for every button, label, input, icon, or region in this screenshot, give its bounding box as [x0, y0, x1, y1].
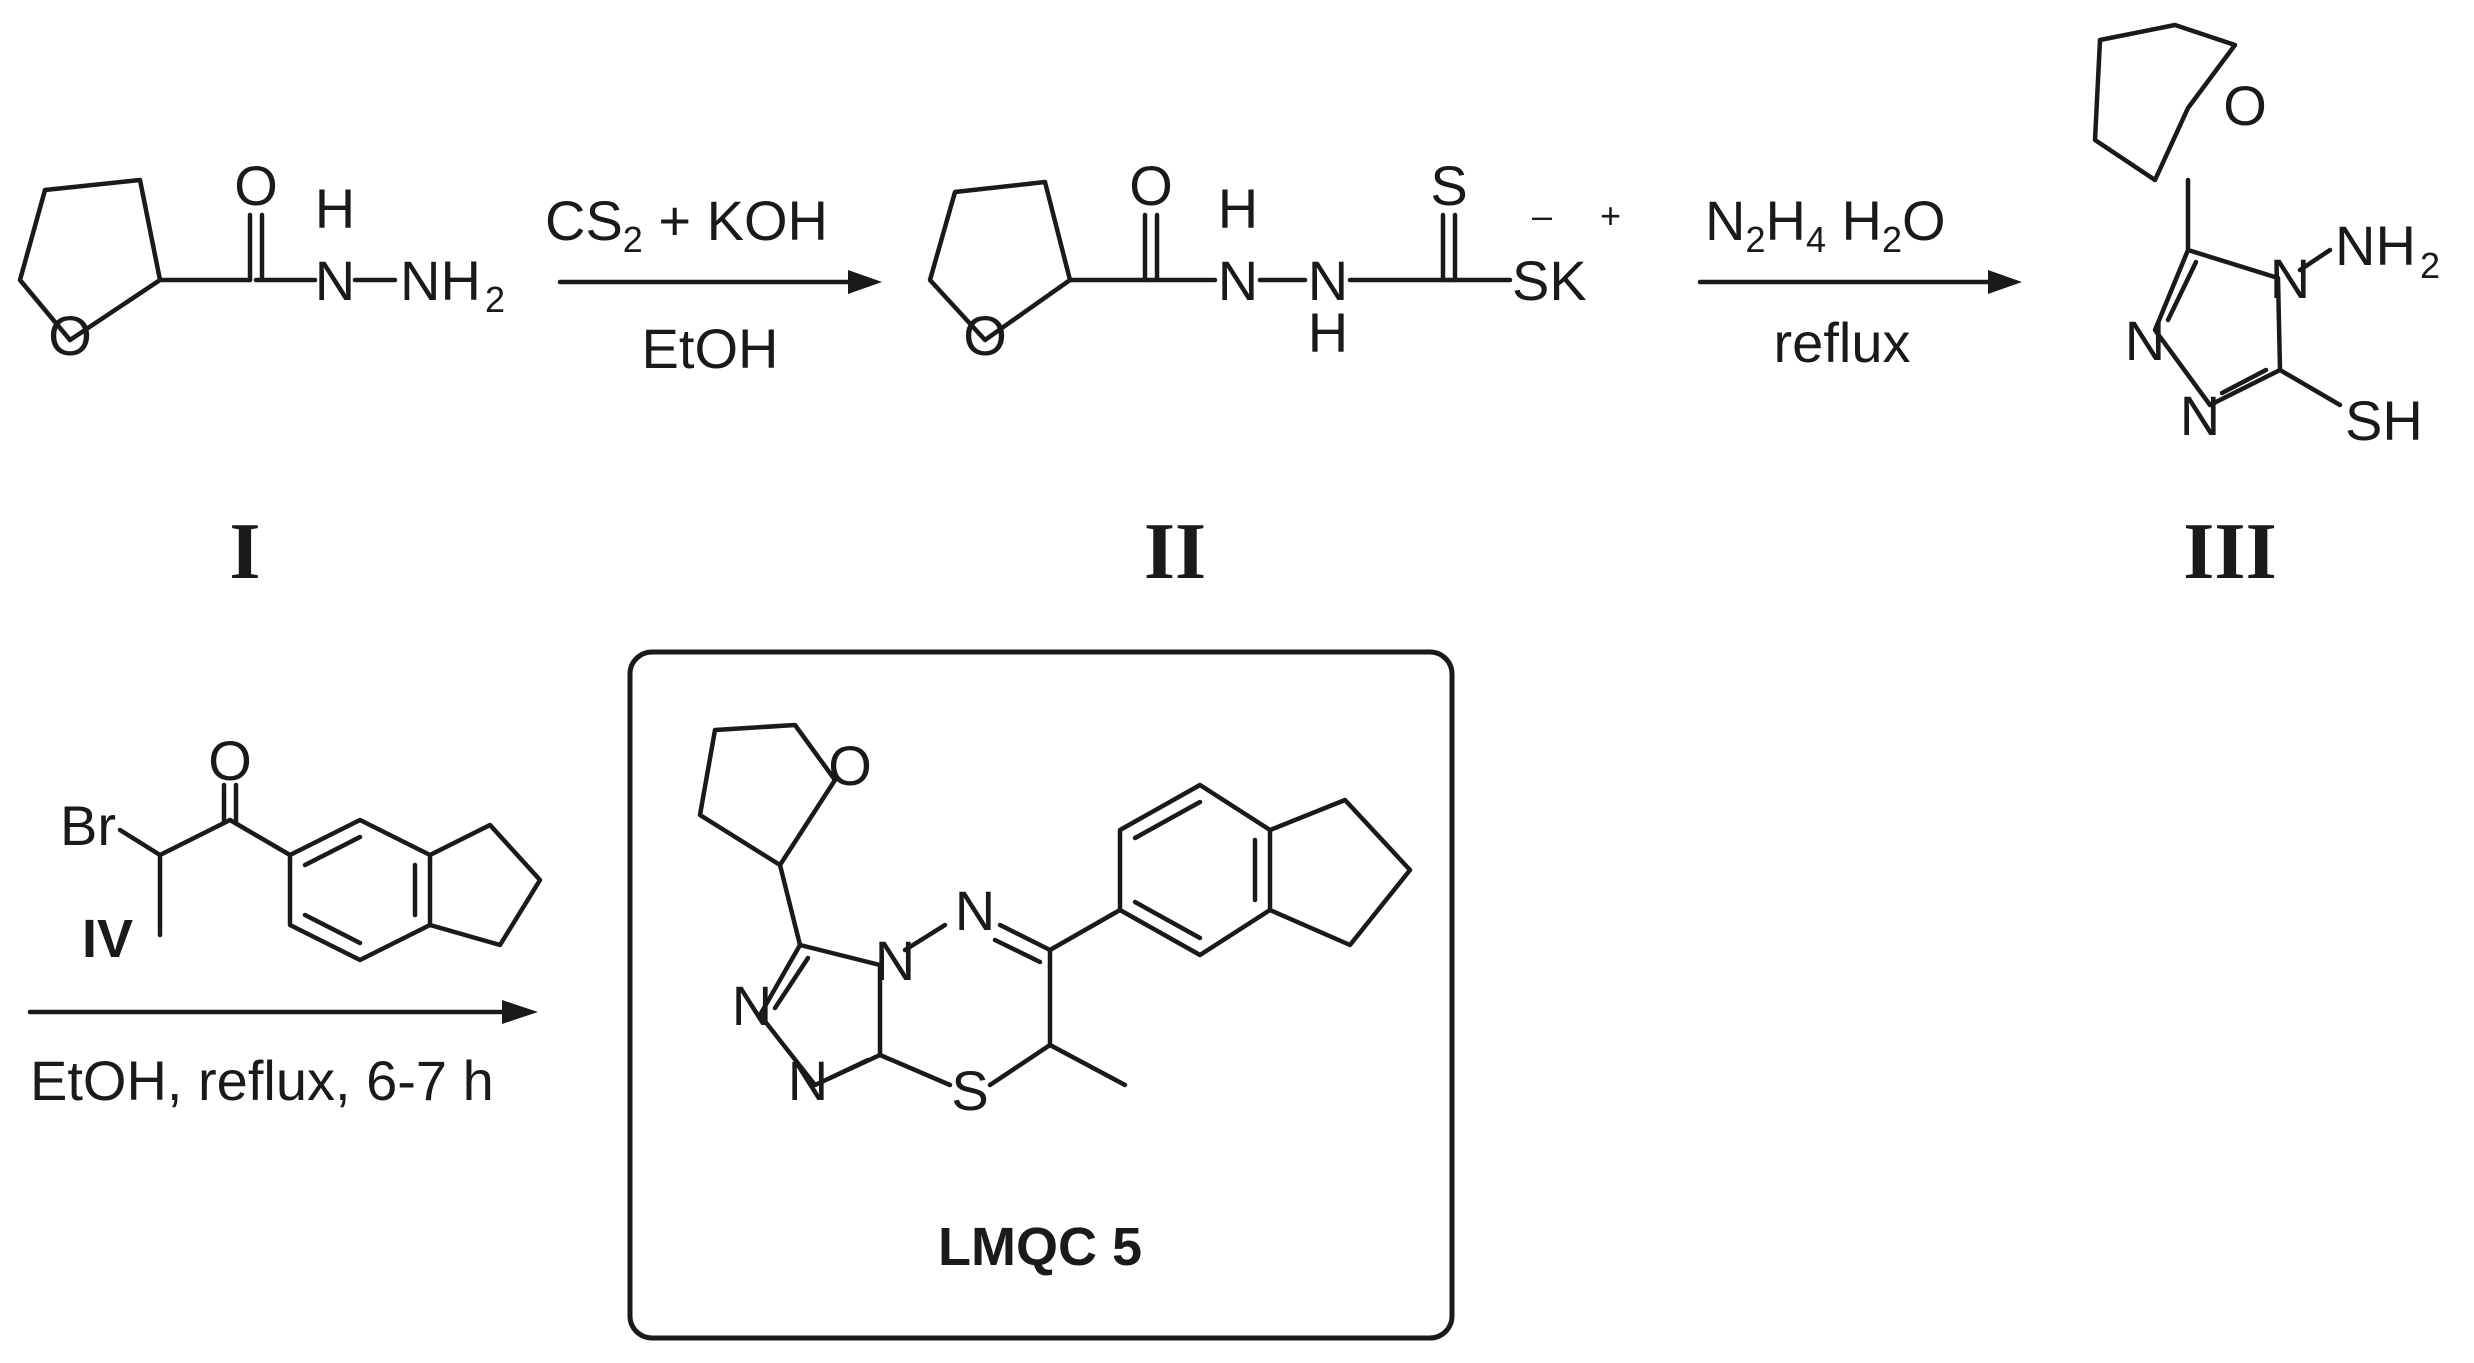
product-LMQC5-structure: O N N N N S LMQC 5: [697, 722, 1413, 1277]
product-label: LMQC 5: [938, 1217, 1142, 1277]
product-thf-triazole-bond: [777, 862, 803, 948]
compound-I-nh-n: N: [315, 249, 355, 312]
step1-solvent-below: EtOH: [642, 317, 779, 380]
compound-III-ring-oxygen: O: [2223, 74, 2267, 137]
product-bridge-nitrogen: N: [875, 929, 915, 992]
compound-III-c-sh-bond: [2277, 367, 2343, 408]
step3-arrow-head: [502, 1000, 538, 1024]
compound-III-triazole-double-2: [2219, 367, 2269, 396]
compound-II-label: II: [1144, 508, 1206, 596]
compound-III-nh2: NH: [2335, 214, 2416, 277]
product-n-c-double-2: [992, 937, 1043, 965]
compound-II-nh-n-second: N: [1308, 249, 1348, 312]
compound-III-triazole-double-1: [2165, 259, 2199, 323]
reagent-IV-cyclopentane-ring: [427, 822, 543, 948]
step1-reagent-above: CS2 + KOH: [545, 189, 828, 260]
product-s-c-bond: [877, 1052, 953, 1088]
product-c-aryl-bond: [1047, 907, 1123, 953]
compound-III-triazole-n2: N: [2180, 384, 2220, 447]
step1-arrow: CS2 + KOH EtOH: [545, 189, 882, 380]
compound-III-triazole-ring: [2152, 247, 2283, 408]
compound-II-thf-ring: [927, 179, 1073, 343]
compound-I-structure: O O H N NH 2: [17, 154, 505, 367]
compound-III-thf-ring: [2092, 22, 2238, 183]
compound-I-carbonyl-oxygen: O: [234, 154, 278, 217]
compound-I-thf-ring: [17, 177, 163, 343]
product-benzene-inner-3: [1132, 899, 1203, 941]
reagent-IV-c-carbonyl-bond: [157, 817, 233, 858]
reagent-IV-benzene-inner-1: [302, 834, 363, 868]
compound-II-nh-h-top: H: [1218, 177, 1258, 240]
compound-III-triazole-n4: N: [2270, 247, 2310, 310]
compound-I-nh-h: H: [315, 177, 355, 240]
product-ch-s-bond: [987, 1042, 1053, 1088]
product-triazole-n2: N: [788, 1049, 828, 1112]
step2-reagent-above: N2H4 H2O: [1705, 189, 1946, 260]
step3-arrow: EtOH, reflux, 6-7 h: [27, 1000, 538, 1112]
reagent-IV-br-c-bond: [117, 827, 163, 858]
product-triazole-n1: N: [732, 974, 772, 1037]
compound-II-carbonyl-oxygen: O: [1129, 154, 1173, 217]
compound-III-label: III: [2183, 508, 2276, 596]
product-n-n-bond: [902, 922, 948, 953]
compound-II-structure: O O H N N H S SK – +: [927, 154, 1621, 367]
compound-III-n-nh2-bond: [2297, 247, 2333, 273]
product-benzene-inner-1: [1132, 799, 1203, 841]
compound-I-ring-oxygen: O: [48, 304, 92, 367]
reagent-IV-benzene-ring: [287, 817, 433, 963]
reagent-IV-benzene-inner-3: [302, 912, 363, 946]
step2-arrow: N2H4 H2O reflux: [1697, 189, 2022, 374]
product-thf-ring: [697, 722, 838, 868]
compound-I-nh2: NH: [400, 249, 481, 312]
reagent-IV-carbonyl-aryl-bond: [227, 817, 293, 858]
product-triazole-double-1: [772, 955, 811, 1011]
step2-arrow-head: [1988, 270, 2022, 294]
step3-condition-below: EtOH, reflux, 6-7 h: [30, 1049, 494, 1112]
compound-III-nh2-subscript: 2: [2420, 245, 2440, 286]
product-thiadiazine-nitrogen: N: [955, 879, 995, 942]
compound-I-label: I: [229, 508, 260, 596]
compound-II-ring-oxygen: O: [963, 304, 1007, 367]
product-frame: [627, 649, 1455, 1341]
compound-III-triazole-n1: N: [2125, 309, 2165, 372]
compound-III-thiol: SH: [2345, 389, 2423, 452]
product-thf-oxygen: O: [828, 734, 872, 797]
compound-II-minus-charge: –: [1532, 195, 1552, 236]
compound-II-nh-n-first: N: [1218, 249, 1258, 312]
reagent-IV-carbonyl-oxygen: O: [208, 729, 252, 792]
product-triazole-double-2: [827, 1057, 871, 1081]
compound-I-nh2-subscript: 2: [485, 279, 505, 320]
reagent-IV-label: IV: [82, 909, 133, 969]
step2-condition-below: reflux: [1774, 311, 1911, 374]
compound-II-nh-h-bottom: H: [1308, 301, 1348, 364]
step1-arrow-head: [848, 270, 882, 294]
compound-III-structure: O N N N NH 2 SH: [2092, 22, 2440, 452]
reagent-IV-structure: Br O IV: [60, 729, 543, 969]
product-n-c-double-1: [997, 922, 1053, 953]
product-sulfur: S: [951, 1059, 988, 1122]
product-cyclopentane-ring: [1267, 797, 1413, 948]
reagent-IV-bromine: Br: [60, 794, 116, 857]
compound-II-thione-sulfur: S: [1430, 154, 1467, 217]
product-ch-methyl-bond: [1047, 1042, 1128, 1088]
compound-II-plus-charge: +: [1600, 195, 1621, 236]
compound-II-potassium-thiolate: SK: [1512, 249, 1587, 312]
